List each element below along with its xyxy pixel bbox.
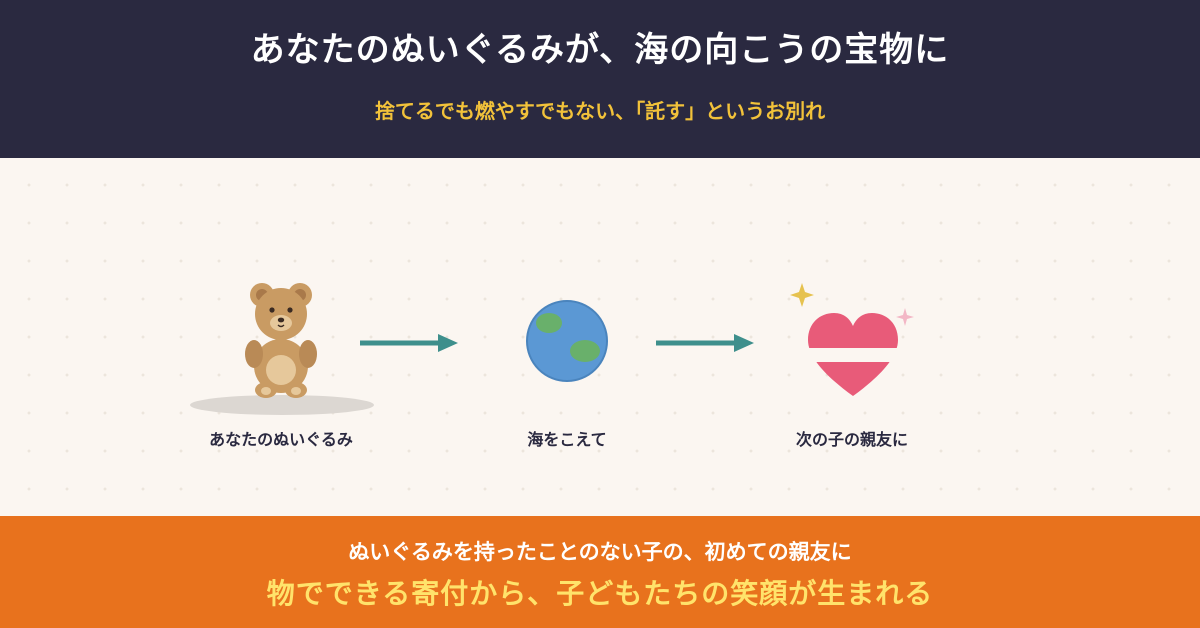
- teddy-bear-icon: [245, 283, 317, 398]
- step-label-plush: あなたのぬいぐるみ: [209, 430, 353, 449]
- subheadline: 捨てるでも燃やすでもない、「託す」というお別れ: [374, 99, 826, 123]
- headline: あなたのぬいぐるみが、海の向こうの宝物に: [250, 30, 950, 70]
- bear-shadow: [190, 395, 374, 415]
- arrow-right-icon: [360, 334, 458, 352]
- sparkle-icon: [790, 283, 814, 307]
- globe-icon: [526, 300, 608, 382]
- footer-banner: ぬいぐるみを持ったことのない子の、初めての親友に 物でできる寄付から、子どもたち…: [0, 516, 1200, 628]
- sparkle-icon: [896, 308, 914, 326]
- footer-tagline: 物でできる寄付から、子どもたちの笑顔が生まれる: [266, 577, 934, 610]
- footer-message: ぬいぐるみを持ったことのない子の、初めての親友に: [348, 540, 852, 564]
- step-label-ocean: 海をこえて: [527, 430, 607, 449]
- step-label-friend: 次の子の親友に: [795, 430, 908, 449]
- heart-icon: [806, 313, 900, 396]
- arrow-right-icon: [656, 334, 754, 352]
- illustration-area: あなたのぬいぐるみ 海をこえて 次の子の親友に: [0, 158, 1200, 516]
- header-banner: あなたのぬいぐるみが、海の向こうの宝物に 捨てるでも燃やすでもない、「託す」とい…: [0, 0, 1200, 158]
- flow-illustration: [190, 283, 914, 415]
